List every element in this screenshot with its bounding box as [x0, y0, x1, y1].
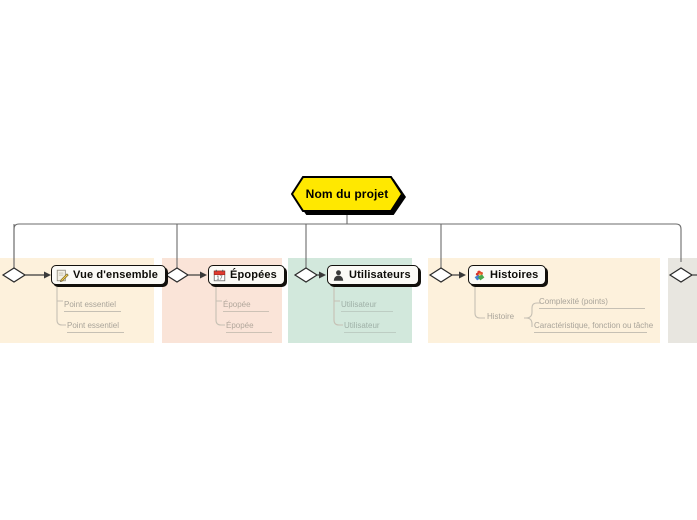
sub-node-utilisateur-1[interactable]: Utilisateur	[341, 299, 393, 312]
flower-cards-icon	[473, 269, 486, 282]
branch-node-utilisateurs[interactable]: Utilisateurs	[327, 265, 419, 285]
sub-node-point-essentiel-1[interactable]: Point essentiel	[64, 299, 121, 312]
person-bust-icon	[332, 269, 345, 282]
sub-node-histoire[interactable]: Histoire	[487, 312, 515, 321]
branch-label-vue-densemble: Vue d'ensemble	[73, 268, 159, 281]
note-pencil-icon	[56, 269, 69, 282]
sub-node-utilisateur-2[interactable]: Utilisateur	[344, 320, 396, 333]
svg-text:17: 17	[216, 275, 222, 281]
sub-node-caracteristique-fonction-tache[interactable]: Caractéristique, fonction ou tâche	[534, 320, 653, 333]
root-node-label: Nom du projet	[305, 187, 389, 201]
root-node-body: Nom du projet	[291, 176, 403, 212]
calendar-icon: 17	[213, 269, 226, 282]
branch-node-histoires[interactable]: Histoires	[468, 265, 547, 285]
branch-label-histoires: Histoires	[490, 268, 539, 281]
sub-node-epopee-2[interactable]: Épopée	[226, 320, 272, 333]
sub-node-point-essentiel-2[interactable]: Point essentiel	[67, 320, 124, 333]
branch-label-utilisateurs: Utilisateurs	[349, 268, 411, 281]
sub-node-complexite-points[interactable]: Complexité (points)	[539, 296, 645, 309]
branch-node-vue-densemble[interactable]: Vue d'ensemble	[51, 265, 167, 285]
root-node-outline	[291, 176, 403, 212]
branch-label-epopees: Épopées	[230, 268, 277, 281]
sub-node-epopee-1[interactable]: Épopée	[223, 299, 269, 312]
branch-node-epopees[interactable]: 17 Épopées	[208, 265, 285, 285]
panel-branche-suivante	[668, 258, 697, 343]
root-node[interactable]: Nom du projet	[291, 176, 406, 215]
